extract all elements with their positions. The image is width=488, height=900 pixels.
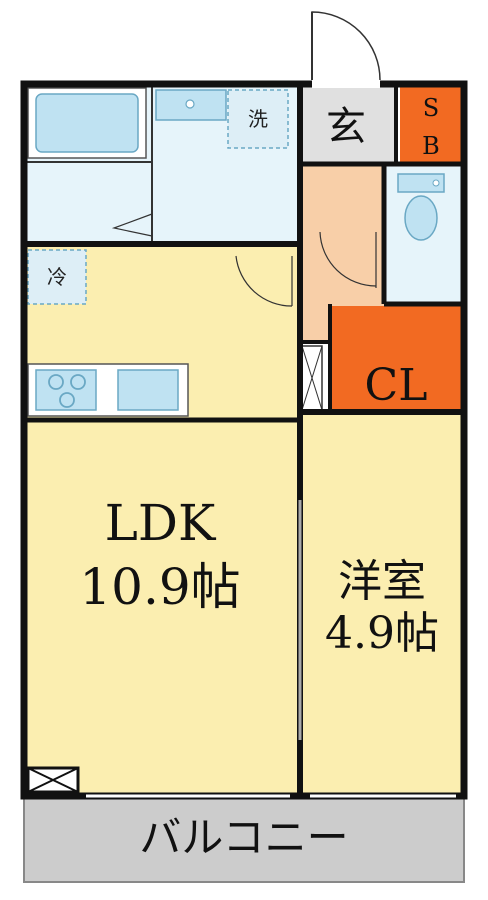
western-room-size: 4.9帖 bbox=[325, 608, 439, 659]
fridge-space-icon bbox=[27, 249, 87, 305]
fridge-label: 冷 bbox=[47, 265, 67, 289]
ldk-cross-icon bbox=[26, 766, 80, 794]
kitchen-counter-icon bbox=[27, 363, 189, 417]
closet-area bbox=[330, 306, 462, 410]
wash-basin-icon bbox=[155, 89, 227, 121]
ldk-floor bbox=[24, 244, 300, 794]
balcony-label: バルコニー bbox=[139, 813, 348, 862]
shoebox-label-b: B bbox=[422, 132, 440, 160]
ldk-name: LDK bbox=[105, 494, 217, 552]
bathtub-icon bbox=[27, 87, 147, 159]
ldk-door-icon bbox=[235, 255, 293, 307]
entrance-door-icon bbox=[311, 11, 381, 81]
western-room-name: 洋室 bbox=[338, 556, 426, 607]
washer-label: 洗 bbox=[248, 107, 268, 131]
entrance-label: 玄 bbox=[326, 104, 366, 150]
washer-space-icon bbox=[227, 89, 289, 149]
shoebox-label-s: S bbox=[423, 94, 439, 122]
western-room-floor bbox=[300, 414, 462, 794]
toilet-door-icon bbox=[319, 231, 377, 288]
storage-cross-icon bbox=[301, 345, 323, 411]
bathroom-door-icon bbox=[111, 213, 153, 237]
toilet-icon bbox=[397, 173, 445, 241]
closet-label: CL bbox=[365, 360, 428, 411]
entrance-floor bbox=[300, 84, 396, 164]
shoebox-area bbox=[400, 84, 462, 164]
ldk-size: 10.9帖 bbox=[79, 558, 240, 616]
balcony-area bbox=[23, 795, 465, 883]
